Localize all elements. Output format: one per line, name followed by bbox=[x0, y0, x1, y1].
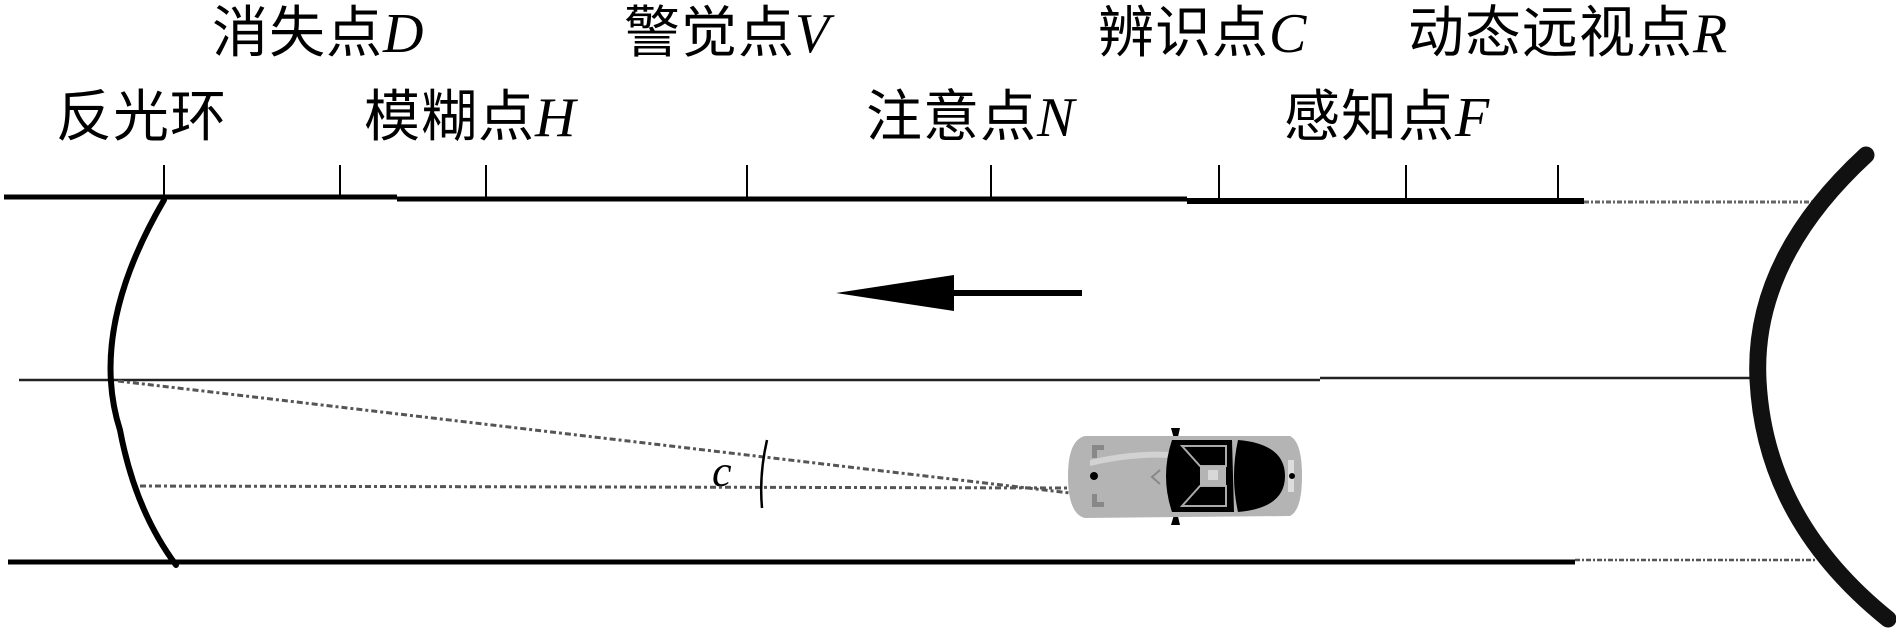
label-symbol: C bbox=[1269, 3, 1308, 65]
label-blur-point-h: 模糊点H bbox=[364, 87, 577, 149]
label-perception-point-f: 感知点F bbox=[1284, 87, 1491, 149]
label-vanishing-point-d: 消失点D bbox=[212, 3, 425, 65]
label-symbol: N bbox=[1037, 87, 1076, 149]
bottom-road-edge bbox=[8, 558, 1815, 565]
label-attention-point-n: 注意点N bbox=[866, 87, 1076, 149]
label-identification-point-c: 辨识点C bbox=[1098, 3, 1308, 65]
reflective-ring-curve-left bbox=[107, 197, 179, 568]
label-reflective-ring: 反光环 bbox=[56, 90, 227, 146]
label-text: 注意点 bbox=[866, 85, 1037, 150]
label-text: 辨识点 bbox=[1098, 1, 1269, 66]
label-alert-point-v: 警觉点V bbox=[624, 3, 831, 65]
direction-arrow-left-icon bbox=[836, 275, 1082, 311]
angle-label-c: c bbox=[712, 447, 732, 496]
label-text: 动态远视点 bbox=[1408, 1, 1693, 66]
reflective-ring-curve-right bbox=[1749, 146, 1896, 628]
label-symbol: R bbox=[1693, 3, 1729, 65]
center-line bbox=[19, 376, 1757, 382]
label-text: 反光环 bbox=[56, 85, 227, 150]
label-symbol: H bbox=[535, 87, 577, 149]
angle-arc-marker bbox=[759, 439, 769, 509]
label-text: 消失点 bbox=[212, 1, 383, 66]
car-icon bbox=[1068, 428, 1302, 525]
label-symbol: V bbox=[795, 3, 831, 65]
top-road-edge bbox=[4, 194, 1812, 204]
label-text: 模糊点 bbox=[364, 85, 535, 150]
label-dynamic-far-sight-point-r: 动态远视点R bbox=[1408, 3, 1729, 65]
label-symbol: D bbox=[383, 3, 425, 65]
sight-line-horizontal bbox=[139, 484, 1071, 490]
tick-marks bbox=[163, 165, 1559, 202]
sight-line-diagonal bbox=[117, 379, 1071, 495]
label-text: 警觉点 bbox=[624, 1, 795, 66]
sight-lines bbox=[117, 379, 1071, 495]
label-symbol: F bbox=[1455, 87, 1491, 149]
label-text: 感知点 bbox=[1284, 85, 1455, 150]
